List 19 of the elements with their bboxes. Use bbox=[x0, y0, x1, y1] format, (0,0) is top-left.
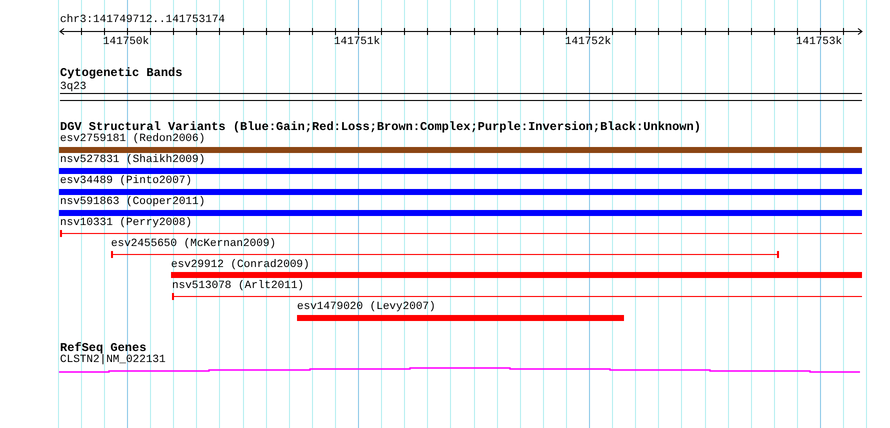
variant-label: nsv591863 (Cooper2011) bbox=[60, 196, 206, 208]
axis-tick-label: 141750k bbox=[102, 36, 150, 48]
variant-label: esv1479020 (Levy2007) bbox=[297, 301, 436, 313]
variant-label: nsv10331 (Perry2008) bbox=[60, 217, 192, 229]
track-title: Cytogenetic Bands bbox=[60, 67, 182, 80]
variant-label: esv2759181 (Redon2006) bbox=[60, 133, 206, 145]
axis-tick-label: 141753k bbox=[796, 36, 842, 48]
variant-label: esv34489 (Pinto2007) bbox=[60, 175, 192, 187]
variant-label: nsv527831 (Shaikh2009) bbox=[60, 154, 206, 166]
variant-label: esv29912 (Conrad2009) bbox=[171, 259, 310, 271]
track-title: RefSeq Genes bbox=[60, 342, 146, 355]
axis-tick-label: 141752k bbox=[564, 36, 612, 48]
band-label: 3q23 bbox=[60, 81, 86, 93]
axis-tick-label: 141751k bbox=[334, 36, 380, 48]
variant-label: esv2455650 (McKernan2009) bbox=[111, 238, 276, 250]
position-label: chr3:141749712..141753174 bbox=[60, 14, 226, 26]
gene-label: CLSTN2|NM_022131 bbox=[60, 354, 166, 366]
variant-label: nsv513078 (Arlt2011) bbox=[172, 280, 304, 292]
track-title: DGV Structural Variants (Blue:Gain;Red:Loss;Brown:Complex;Purple:Inversion;Black:Unknown) bbox=[60, 121, 701, 134]
